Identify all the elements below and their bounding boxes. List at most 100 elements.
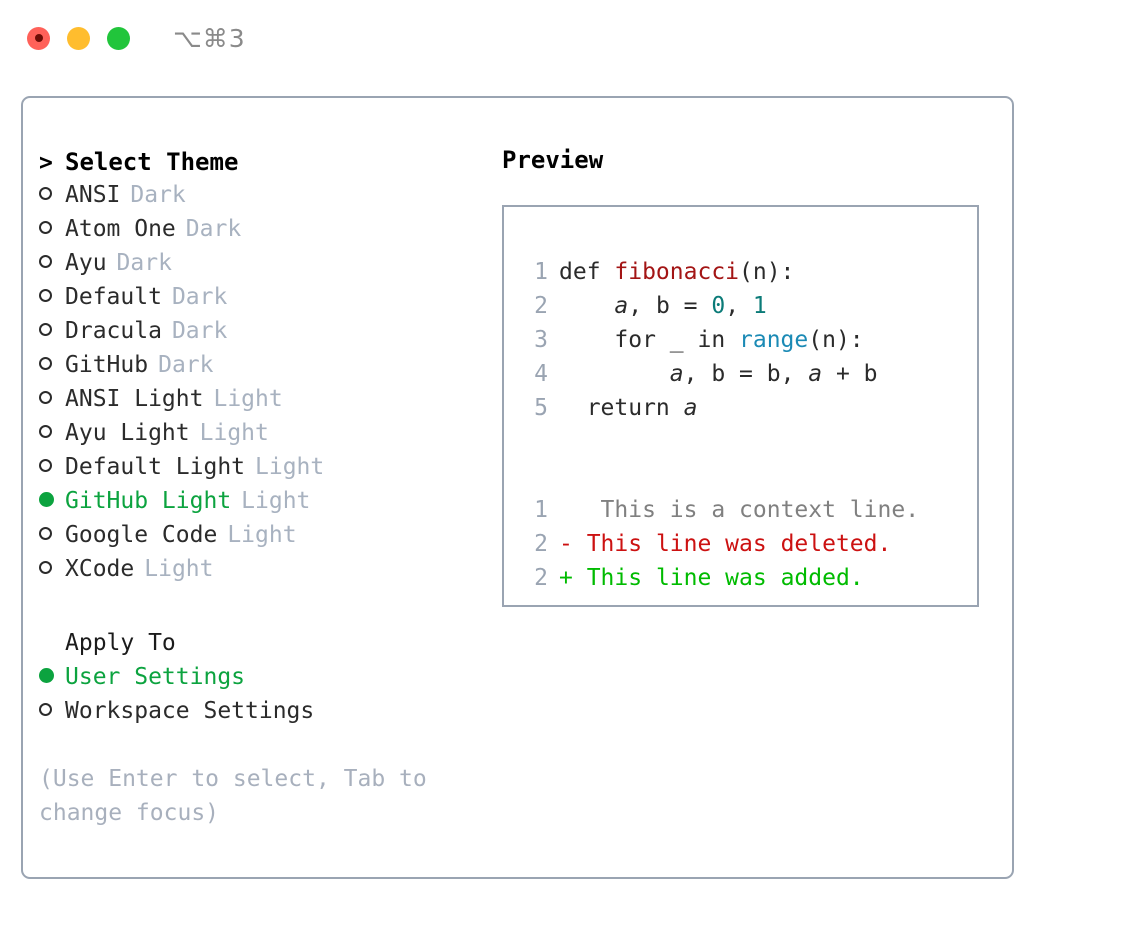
maximize-button-icon[interactable] <box>107 26 130 50</box>
diff-line-context: 1 This is a context line. <box>522 493 977 527</box>
line-number: 2 <box>534 293 548 319</box>
builtin-token: range <box>739 327 809 353</box>
line-number: 3 <box>534 327 548 353</box>
main-panel: > Select Theme ANSI Dark Atom One Dark A… <box>21 96 1014 879</box>
radio-selected-icon[interactable] <box>39 490 65 513</box>
theme-label: XCode <box>65 556 135 582</box>
code-content: a, b = 0, 1 <box>614 293 767 319</box>
title-bar: ⌥⌘3 <box>0 0 1140 76</box>
radio-unselected-icon[interactable] <box>39 388 65 411</box>
theme-item-default-light[interactable]: Default Light Light <box>39 454 469 488</box>
radio-unselected-icon[interactable] <box>39 218 65 241</box>
apply-to-item-user-settings[interactable]: User Settings <box>39 664 469 698</box>
theme-label: ANSI <box>65 182 121 208</box>
apply-to-heading: Apply To <box>39 630 469 664</box>
diff-content: + This line was added. <box>559 565 864 591</box>
line-number: 2 <box>534 531 548 557</box>
theme-item-ansi-light[interactable]: ANSI Light Light <box>39 386 469 420</box>
theme-badge: Dark <box>171 284 228 310</box>
theme-badge: Dark <box>130 182 186 208</box>
code-blank-line <box>522 425 977 459</box>
theme-badge: Dark <box>171 318 228 344</box>
radio-unselected-icon[interactable] <box>39 252 65 275</box>
traffic-lights <box>27 26 130 50</box>
theme-item-atom-one[interactable]: Atom One Dark <box>39 216 469 250</box>
preview-title: Preview <box>502 146 604 174</box>
theme-badge: Dark <box>116 250 172 276</box>
minimize-button-icon[interactable] <box>67 26 90 50</box>
theme-badge: Light <box>199 420 269 446</box>
line-number: 4 <box>534 361 548 387</box>
theme-item-google-code[interactable]: Google Code Light <box>39 522 469 556</box>
apply-to-title: Apply To <box>65 630 176 656</box>
number-token: 0 <box>711 293 726 319</box>
theme-badge: Dark <box>158 352 214 378</box>
code-line: 5 return a <box>522 391 977 425</box>
code-content: return a <box>559 395 698 421</box>
radio-unselected-icon[interactable] <box>39 700 65 723</box>
keyboard-shortcut-label: ⌥⌘3 <box>173 23 246 53</box>
line-number: 1 <box>534 497 548 523</box>
theme-item-github-light[interactable]: GitHub Light Light <box>39 488 469 522</box>
diff-line-deleted: 2 - This line was deleted. <box>522 527 977 561</box>
theme-badge: Light <box>213 386 283 412</box>
code-line: 3 for _ in range(n): <box>522 323 977 357</box>
code-blank-line <box>522 459 977 493</box>
theme-label: Ayu <box>65 250 107 276</box>
line-number: 2 <box>534 565 548 591</box>
theme-badge: Light <box>241 488 311 514</box>
code-line: 1 def fibonacci(n): <box>522 255 977 289</box>
theme-item-github[interactable]: GitHub Dark <box>39 352 469 386</box>
preview-box: 1 def fibonacci(n): 2 a, b = 0, 1 3 for … <box>502 205 979 607</box>
theme-item-xcode[interactable]: XCode Light <box>39 556 469 590</box>
diff-line-added: 2 + This line was added. <box>522 561 977 595</box>
code-content: def fibonacci(n): <box>559 259 795 285</box>
theme-item-dracula[interactable]: Dracula Dark <box>39 318 469 352</box>
apply-to-label: User Settings <box>65 664 246 690</box>
radio-unselected-icon[interactable] <box>39 422 65 445</box>
apply-to-item-workspace-settings[interactable]: Workspace Settings <box>39 698 469 732</box>
theme-label: Default <box>65 284 162 310</box>
theme-label: GitHub <box>65 352 149 378</box>
code-content: for _ in range(n): <box>559 327 864 353</box>
radio-selected-icon[interactable] <box>39 666 65 689</box>
theme-item-ansi[interactable]: ANSI Dark <box>39 182 469 216</box>
code-line: 4 a, b = b, a + b <box>522 357 977 391</box>
theme-selector-column: > Select Theme ANSI Dark Atom One Dark A… <box>39 148 469 830</box>
theme-label: ANSI Light <box>65 386 204 412</box>
radio-unselected-icon[interactable] <box>39 286 65 309</box>
apply-to-label: Workspace Settings <box>65 698 315 724</box>
theme-label: Default Light <box>65 454 246 480</box>
theme-item-default[interactable]: Default Dark <box>39 284 469 318</box>
code-line: 2 a, b = 0, 1 <box>522 289 977 323</box>
section-spacer <box>39 590 469 630</box>
theme-label: Ayu Light <box>65 420 190 446</box>
caret-icon: > <box>39 150 53 176</box>
radio-unselected-icon[interactable] <box>39 456 65 479</box>
radio-unselected-icon[interactable] <box>39 354 65 377</box>
theme-badge: Light <box>144 556 214 582</box>
theme-label: Atom One <box>65 216 176 242</box>
select-theme-title: Select Theme <box>65 148 239 176</box>
theme-item-ayu-light[interactable]: Ayu Light Light <box>39 420 469 454</box>
keyboard-hint-text: (Use Enter to select, Tab to change focu… <box>39 766 441 826</box>
theme-label: Dracula <box>65 318 162 344</box>
close-button-icon[interactable] <box>27 26 50 50</box>
theme-label: GitHub Light <box>65 488 232 514</box>
radio-unselected-icon[interactable] <box>39 558 65 581</box>
theme-badge: Light <box>255 454 325 480</box>
diff-content: This is a context line. <box>572 497 920 523</box>
radio-unselected-icon[interactable] <box>39 524 65 547</box>
theme-label: Google Code <box>65 522 218 548</box>
theme-badge: Dark <box>185 216 242 242</box>
theme-badge: Light <box>227 522 297 548</box>
radio-unselected-icon[interactable] <box>39 184 65 207</box>
radio-unselected-icon[interactable] <box>39 320 65 343</box>
preview-column: Preview 1 def fibonacci(n): 2 a, b = 0, … <box>502 148 982 607</box>
theme-item-ayu[interactable]: Ayu Dark <box>39 250 469 284</box>
line-number: 1 <box>534 259 548 285</box>
diff-content: - This line was deleted. <box>559 531 892 557</box>
line-number: 5 <box>534 395 548 421</box>
select-theme-header: > Select Theme <box>39 148 469 182</box>
